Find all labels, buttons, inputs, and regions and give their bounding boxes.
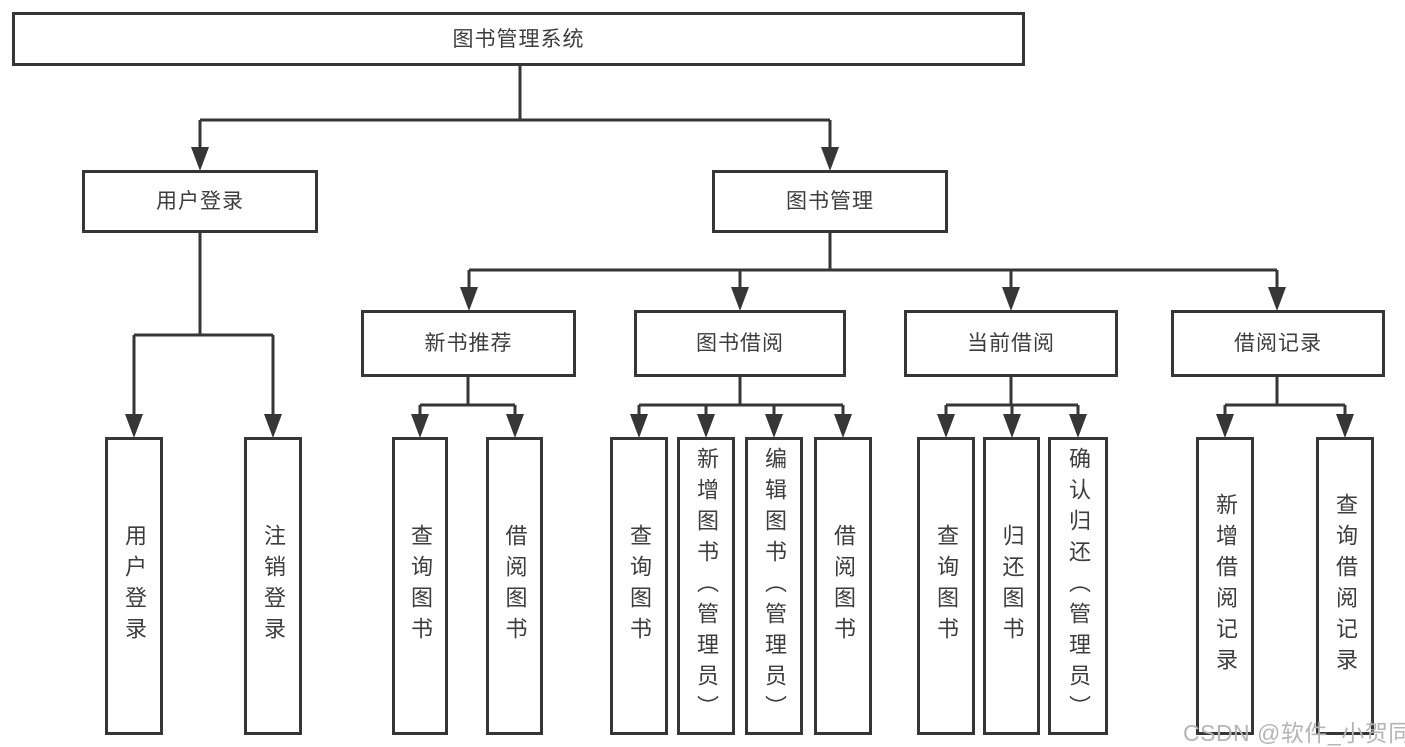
leaf-user-login: 用户登录 xyxy=(105,437,163,735)
leaf-confirm-return-admin-label: 确认归还（管理员） xyxy=(1066,446,1091,726)
node-user-login-label: 用户登录 xyxy=(156,190,244,213)
leaf-logout-login: 注销登录 xyxy=(244,437,302,735)
leaf-add-book-admin: 新增图书（管理员） xyxy=(677,437,735,735)
leaf-edit-book-admin-label: 编辑图书（管理员） xyxy=(762,446,787,726)
node-current-borrowing: 当前借阅 xyxy=(904,310,1118,377)
leaf-edit-book-admin: 编辑图书（管理员） xyxy=(745,437,803,735)
leaf-borrow-book-recommend: 借阅图书 xyxy=(486,437,543,735)
leaf-add-borrow-record-label: 新增借阅记录 xyxy=(1213,493,1238,679)
node-book-borrowing-label: 图书借阅 xyxy=(696,332,784,355)
leaf-query-book-current: 查询图书 xyxy=(917,437,975,735)
leaf-borrow-book-borrowing: 借阅图书 xyxy=(814,437,872,735)
node-borrowing-records-label: 借阅记录 xyxy=(1234,332,1322,355)
node-book-management: 图书管理 xyxy=(712,170,948,233)
leaf-query-book-recommend: 查询图书 xyxy=(392,437,448,735)
leaf-query-borrow-record-label: 查询借阅记录 xyxy=(1333,493,1358,679)
leaf-query-book-borrowing-label: 查询图书 xyxy=(627,524,652,648)
node-borrowing-records: 借阅记录 xyxy=(1171,310,1385,377)
node-book-borrowing: 图书借阅 xyxy=(634,310,846,377)
leaf-logout-login-label: 注销登录 xyxy=(261,524,286,648)
leaf-return-book-label: 归还图书 xyxy=(999,524,1025,648)
node-book-management-label: 图书管理 xyxy=(786,190,874,213)
leaf-user-login-label: 用户登录 xyxy=(122,524,147,648)
node-root: 图书管理系统 xyxy=(12,12,1025,66)
leaf-add-borrow-record: 新增借阅记录 xyxy=(1196,437,1254,735)
node-new-book-recommend-label: 新书推荐 xyxy=(424,332,513,355)
leaf-query-book-recommend-label: 查询图书 xyxy=(408,524,433,648)
leaf-return-book: 归还图书 xyxy=(983,437,1040,735)
watermark: CSDN @软件_小贺同学 xyxy=(1183,720,1405,746)
leaf-query-book-borrowing: 查询图书 xyxy=(610,437,668,735)
leaf-query-borrow-record: 查询借阅记录 xyxy=(1316,437,1374,735)
leaf-borrow-book-borrowing-label: 借阅图书 xyxy=(831,524,856,648)
leaf-borrow-book-recommend-label: 借阅图书 xyxy=(502,524,528,648)
leaf-confirm-return-admin: 确认归还（管理员） xyxy=(1048,437,1108,735)
node-root-label: 图书管理系统 xyxy=(452,27,585,51)
node-current-borrowing-label: 当前借阅 xyxy=(967,332,1055,355)
leaf-query-book-current-label: 查询图书 xyxy=(934,524,959,648)
node-new-book-recommend: 新书推荐 xyxy=(361,310,576,377)
leaf-add-book-admin-label: 新增图书（管理员） xyxy=(694,446,719,726)
node-user-login: 用户登录 xyxy=(82,170,318,233)
